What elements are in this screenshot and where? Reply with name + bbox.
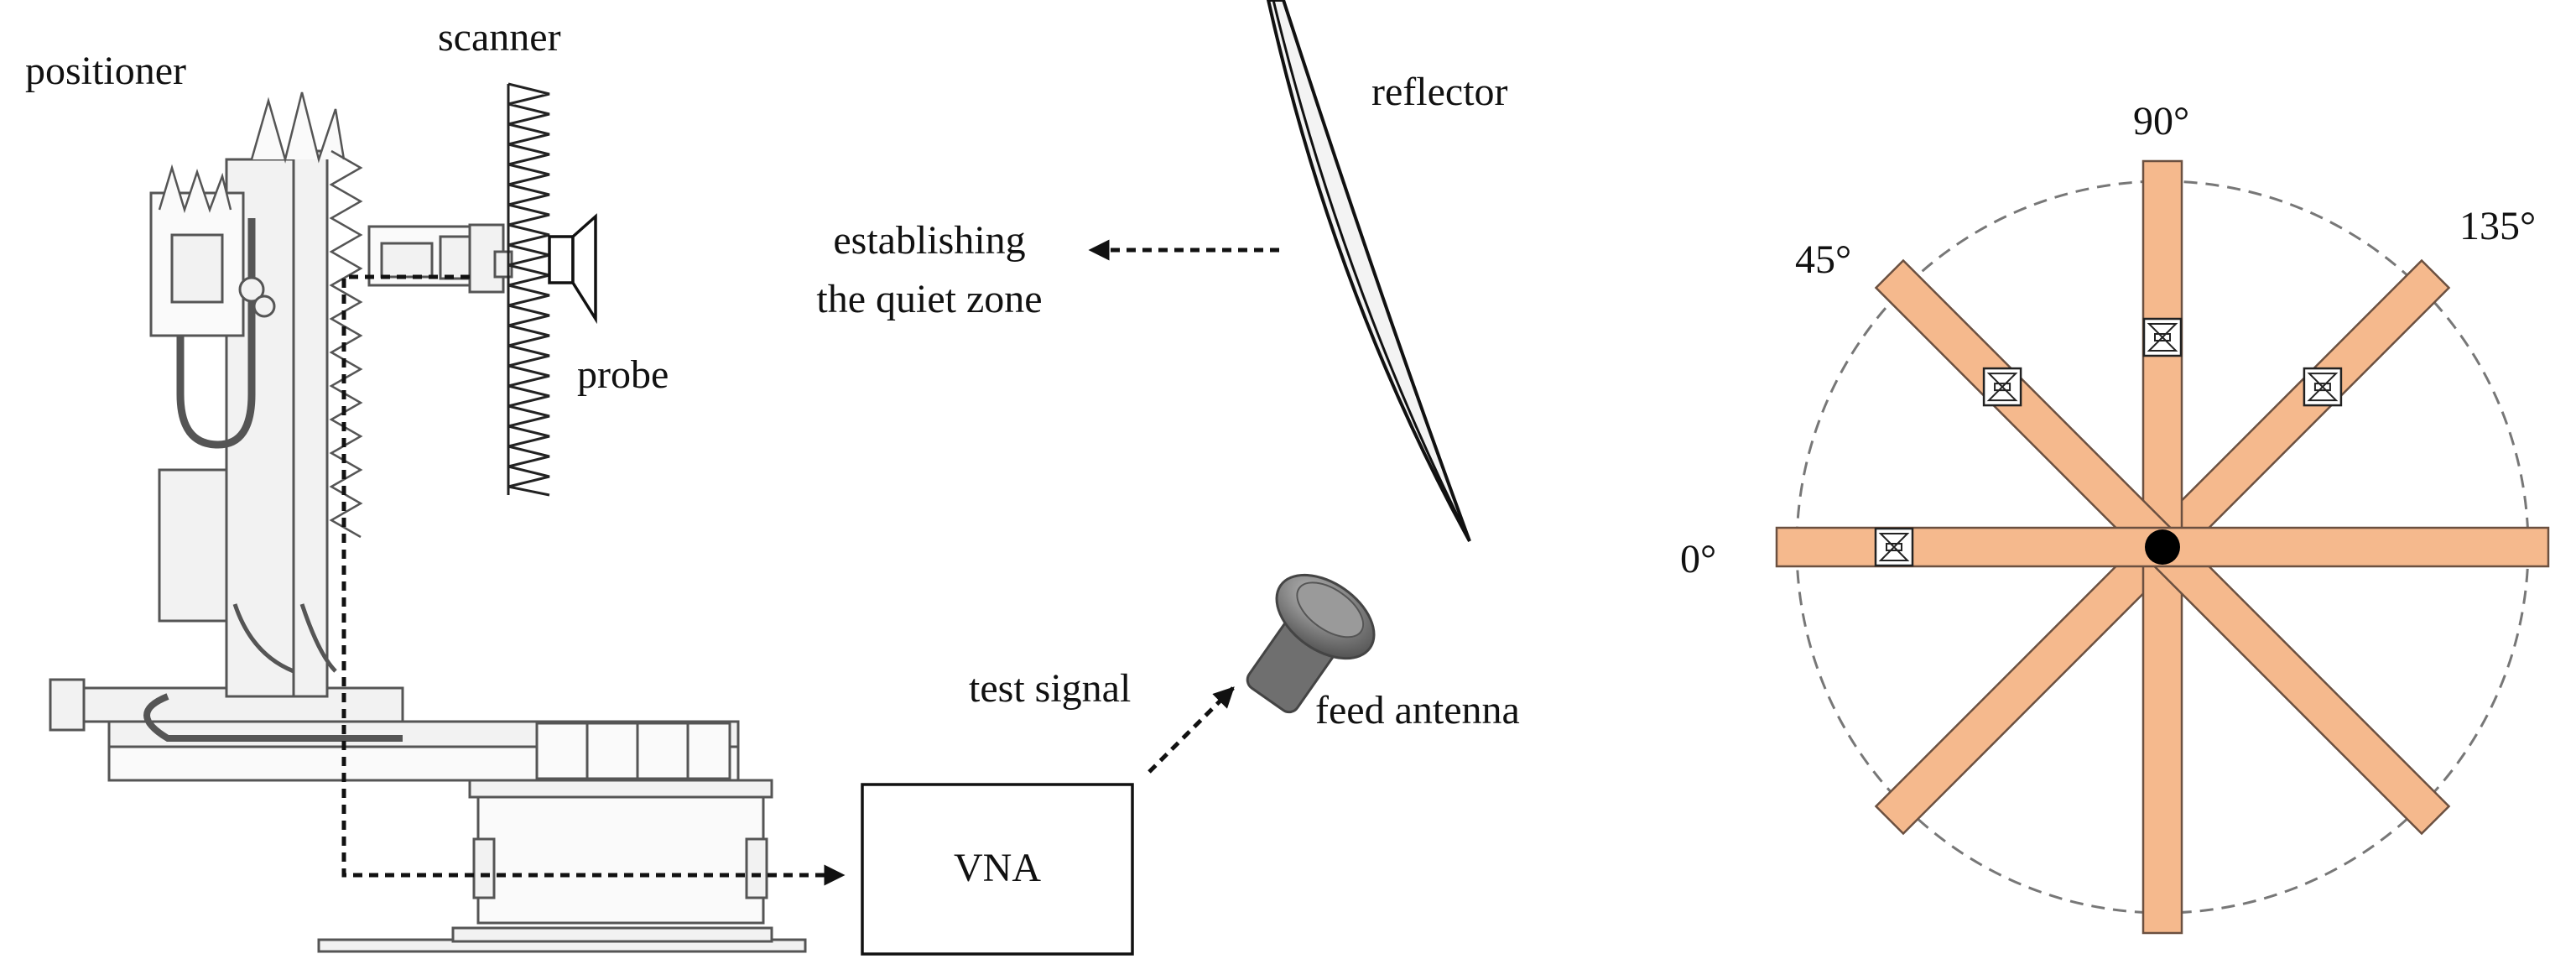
scanner-bar bbox=[507, 82, 550, 497]
vna-to-feed-arrow bbox=[1147, 686, 1235, 774]
positioner-label: positioner bbox=[25, 49, 186, 93]
positioner-machine bbox=[49, 91, 807, 953]
probe-element-45 bbox=[1982, 367, 2022, 407]
test-signal-label: test signal bbox=[969, 666, 1131, 711]
center-pivot bbox=[2145, 529, 2180, 565]
angle-label-45: 45° bbox=[1795, 237, 1851, 282]
angle-label-0: 0° bbox=[1680, 537, 1716, 581]
reflector-label: reflector bbox=[1371, 70, 1508, 114]
feed-antenna bbox=[1246, 573, 1376, 714]
probe-label: probe bbox=[577, 352, 669, 397]
probe-horn bbox=[548, 213, 597, 325]
probe-element-0 bbox=[1874, 527, 1914, 567]
feed-antenna-label: feed antenna bbox=[1315, 688, 1520, 732]
quiet-zone-label-line2: the quiet zone bbox=[816, 277, 1042, 321]
angle-label-90: 90° bbox=[2133, 99, 2189, 143]
vna-box bbox=[861, 783, 1134, 956]
vna-label: VNA bbox=[954, 846, 1041, 890]
probe-element-135 bbox=[2303, 367, 2343, 407]
reflector bbox=[1266, 0, 1471, 542]
scanner-label: scanner bbox=[438, 15, 561, 60]
probe-element-90 bbox=[2142, 317, 2183, 357]
probe-to-vna-path bbox=[341, 274, 846, 886]
quiet-zone-label-line1: establishing bbox=[833, 218, 1025, 263]
angle-label-135: 135° bbox=[2459, 204, 2536, 248]
